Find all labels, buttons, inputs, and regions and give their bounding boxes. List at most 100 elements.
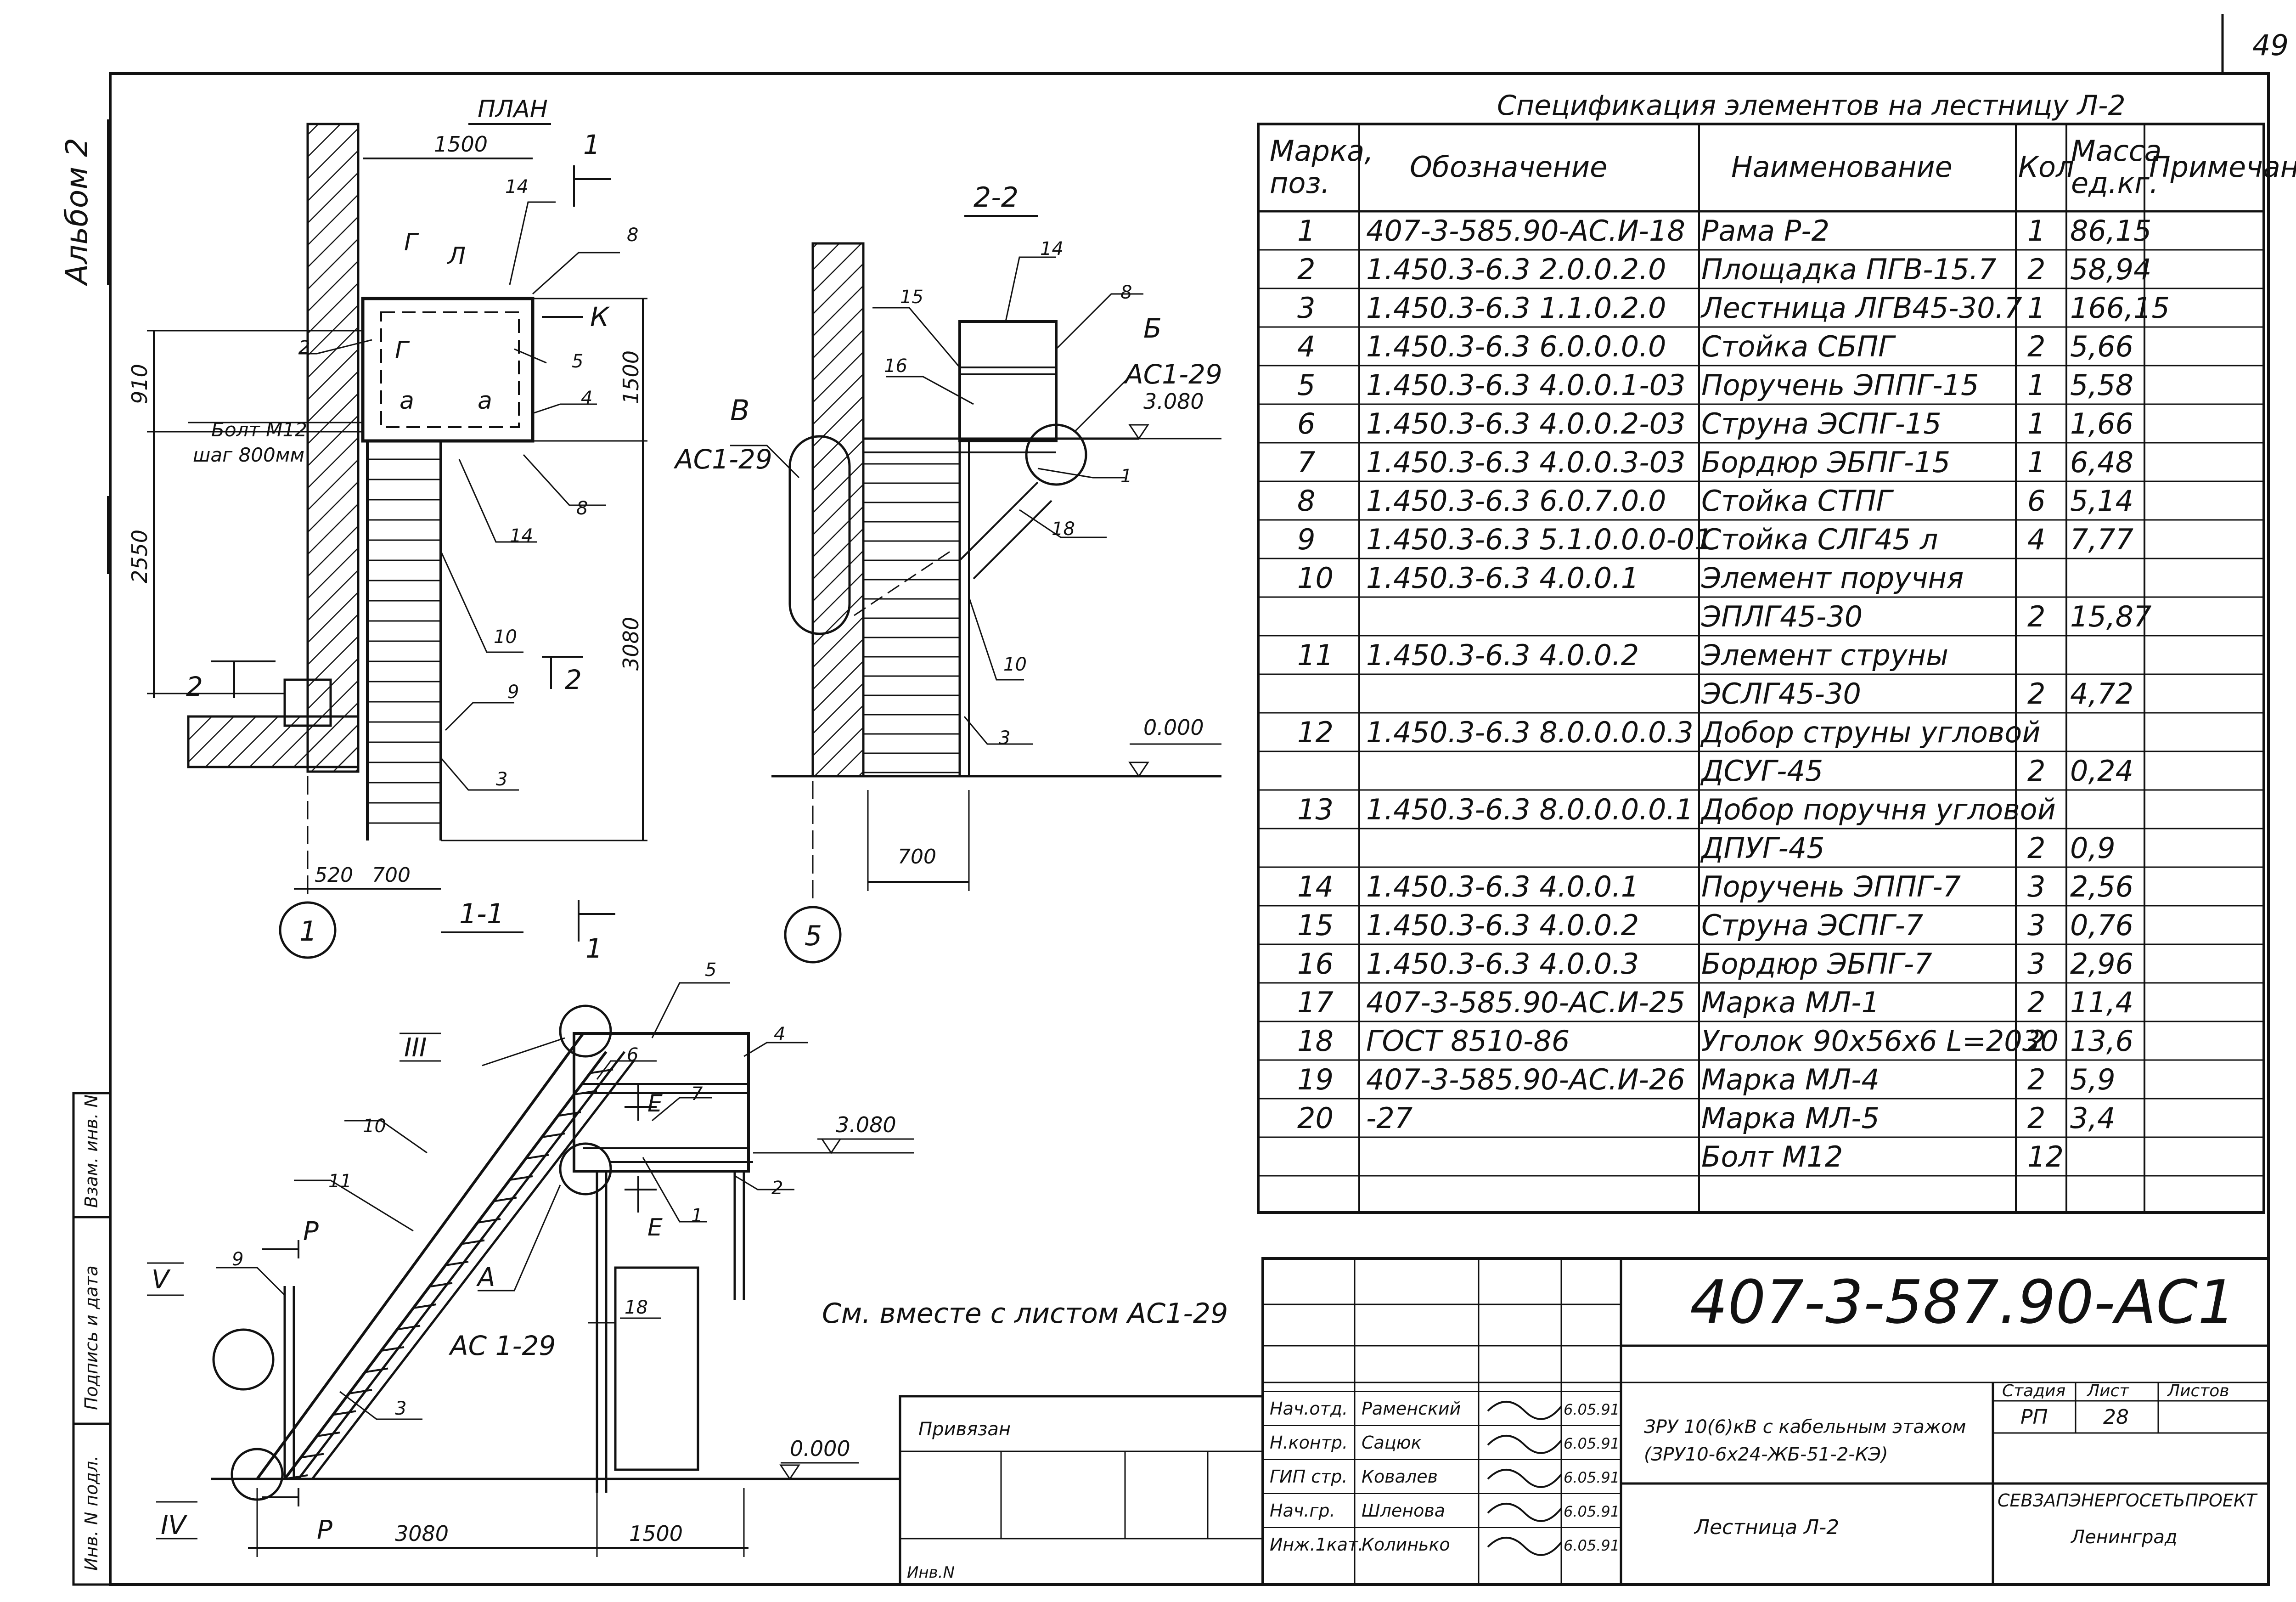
spec-cell: 1.450.3-6.3 5.1.0.0.0-01	[1366, 523, 1713, 556]
callout-V	[212, 1328, 275, 1391]
spec-cell: 6	[1297, 407, 1315, 440]
spec-cell: 2	[1297, 253, 1315, 286]
spec-cell: 407-3-585.90-АС.И-25	[1366, 986, 1685, 1019]
staff-date: 6.05.91	[1564, 1401, 1620, 1418]
spec-cell: ДПУГ-45	[1700, 831, 1825, 865]
callout-B-letter: В	[730, 394, 750, 427]
spec-cell: 16	[1297, 947, 1334, 981]
spec-cell: 1.450.3-6.3 8.0.0.0.0.1	[1366, 793, 1694, 826]
plan-leader-14a: 14	[505, 176, 529, 197]
section22-wall	[811, 242, 865, 778]
staff-role: ГИП стр.	[1270, 1467, 1347, 1487]
staff-name: Ковалев	[1362, 1467, 1438, 1487]
mark-G-top: Г	[404, 229, 419, 256]
spec-header: Масса	[2071, 134, 2162, 168]
elev-mark-E-bottom: Е	[647, 1214, 663, 1241]
project-line2: (ЗРУ10-6х24-ЖБ-51-2-КЭ)	[1644, 1444, 1888, 1465]
spec-cell: ЭПЛГ45-30	[1701, 600, 1863, 633]
elevation-tread	[381, 1346, 405, 1352]
elevation-tread	[365, 1367, 388, 1373]
callout-circle-Bb	[1025, 423, 1087, 486]
mark-L: Л	[447, 243, 466, 270]
spec-cell: ЭСЛГ45-30	[1701, 677, 1861, 711]
spec-cell: 2	[2027, 831, 2045, 865]
spec-cell: 2,56	[2070, 870, 2133, 903]
spec-cell: Элемент поручня	[1701, 561, 1964, 595]
signature-mark	[1487, 1435, 1562, 1454]
spec-cell: Болт М12	[1701, 1140, 1843, 1173]
spec-cell: 1.450.3-6.3 4.0.0.3-03	[1366, 446, 1686, 479]
section-mark-2-left: 2	[186, 671, 203, 702]
elev-leader-V: V	[152, 1265, 171, 1295]
spec-cell: Элемент струны	[1701, 638, 1948, 672]
elevation-tread	[349, 1389, 372, 1394]
dim-700: 700	[372, 863, 411, 887]
callout-A	[559, 1142, 612, 1196]
spec-cell: 5,9	[2070, 1063, 2116, 1096]
plan-leader-4: 4	[581, 388, 592, 409]
staff-date: 6.05.91	[1564, 1469, 1620, 1486]
spec-cell: 20	[1297, 1101, 1334, 1135]
spec-cell: 3	[2027, 947, 2045, 981]
s22-leader-15: 15	[900, 287, 923, 308]
elev-dim-1500: 1500	[629, 1521, 683, 1546]
spec-cell: 2	[2027, 330, 2045, 363]
spec-cell: 11,4	[2070, 986, 2133, 1019]
elev-mark-P-bottom: P	[317, 1515, 332, 1545]
elev-leader-2: 2	[771, 1178, 783, 1199]
s22-leader-1: 1	[1120, 466, 1132, 487]
staff-name: Шленова	[1362, 1500, 1445, 1521]
plan-leaders: 14 8 2 5 4 8 14 10 9 3	[298, 176, 638, 791]
s22-leader-8: 8	[1120, 282, 1132, 303]
plan-leader-14b: 14	[510, 525, 533, 547]
elev-leader-1: 1	[691, 1205, 703, 1226]
spec-cell: 407-3-585.90-АС.И-18	[1366, 214, 1685, 248]
elevation-tread	[509, 1175, 533, 1181]
elev-leader-III: III	[404, 1033, 427, 1063]
spec-cell: Добор поручня угловой	[1700, 793, 2056, 826]
section22-title: 2-2	[974, 181, 1019, 214]
elev-leader-3: 3	[395, 1398, 406, 1419]
spec-cell: 1.450.3-6.3 4.0.0.3	[1366, 947, 1639, 981]
spec-cell: Стойка СЛГ45 л	[1701, 523, 1938, 556]
elevation-tread	[557, 1111, 581, 1117]
spec-cell: 13,6	[2070, 1024, 2133, 1058]
spec-cell: 3	[2027, 870, 2045, 903]
spec-cell: ДСУГ-45	[1700, 754, 1823, 788]
spec-cell: 1	[2027, 291, 2045, 325]
plan-leader-3: 3	[496, 769, 507, 790]
axis-bubble-5	[784, 906, 842, 964]
spec-header: Наименование	[1731, 150, 1953, 184]
plan-leader-9: 9	[507, 682, 519, 703]
side-ref-inv: Взам. инв. N	[81, 1094, 101, 1208]
elev-leader-6: 6	[627, 1044, 638, 1066]
spec-cell: 1,66	[2070, 407, 2133, 440]
callout-Bb-ref: АС1-29	[1123, 359, 1222, 390]
elevation-tread	[445, 1261, 469, 1266]
spec-cell: 1.450.3-6.3 1.1.0.2.0	[1366, 291, 1666, 325]
section-mark-1-top: 1	[583, 129, 600, 160]
elev-leader-11: 11	[328, 1171, 352, 1192]
spec-cell: 12	[2027, 1140, 2064, 1173]
plan-leader-2: 2	[298, 337, 310, 358]
sheet-value: 28	[2103, 1405, 2129, 1429]
elev-leader-18: 18	[625, 1297, 648, 1318]
section-mark-1-bottom: 1	[585, 933, 602, 964]
elev-leader-10: 10	[363, 1116, 386, 1137]
section22-dim-700: 700	[898, 845, 936, 869]
spec-cell: 5,66	[2070, 330, 2133, 363]
section-2-2: 2-2 В АС1-29 Б АС1-29 3.080 0.000	[673, 181, 1222, 964]
staff-role: Нач.гр.	[1270, 1500, 1335, 1521]
elevation-tread	[413, 1303, 437, 1309]
inv-label: Инв.N	[907, 1563, 955, 1582]
spec-cell: 1	[1297, 214, 1315, 248]
spec-cell: 58,94	[2070, 253, 2152, 286]
elevation-tread	[397, 1325, 421, 1331]
elev-leader-IV: IV	[161, 1511, 188, 1540]
page-number: 49	[2252, 28, 2289, 62]
elev-leader-5: 5	[705, 959, 716, 981]
s22-leader-10: 10	[1003, 654, 1027, 675]
spec-cell: 4,72	[2070, 677, 2133, 711]
elevation-tread	[332, 1410, 356, 1416]
